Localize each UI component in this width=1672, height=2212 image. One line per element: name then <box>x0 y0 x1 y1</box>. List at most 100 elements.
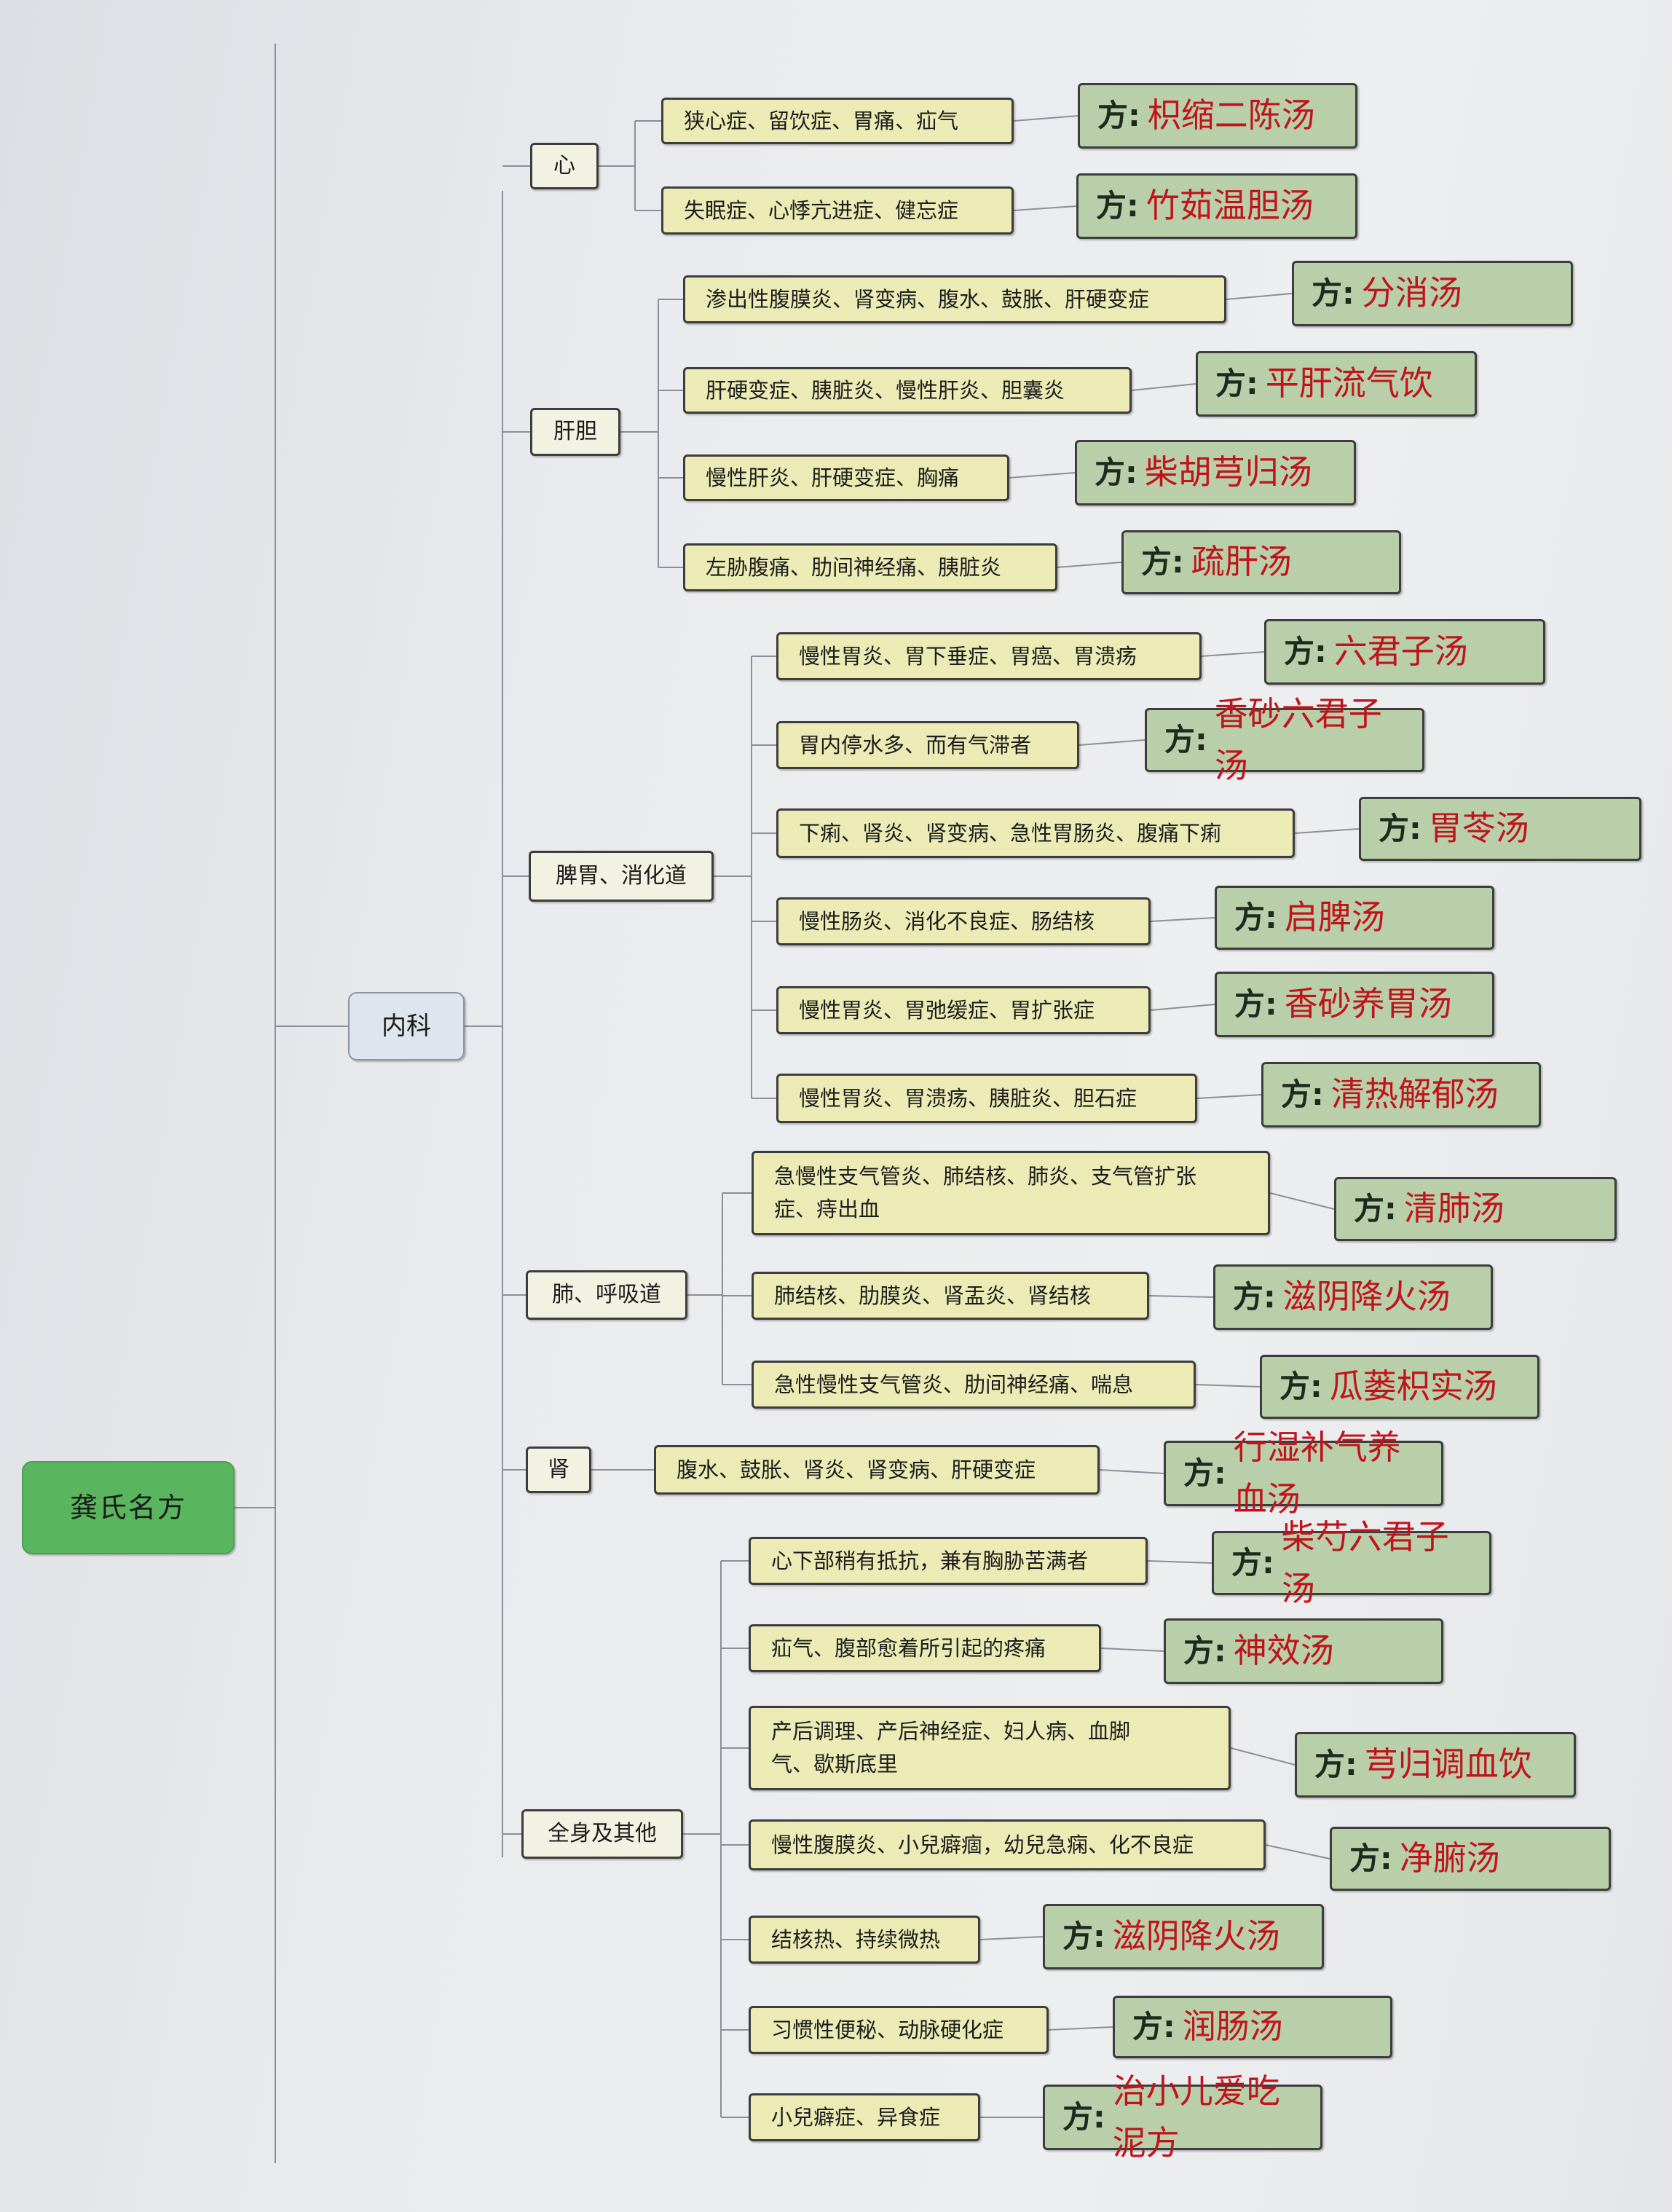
formula-box[interactable]: 方:柴胡芎归汤 <box>1075 440 1356 505</box>
formula-box[interactable]: 方:竹茹温胆汤 <box>1076 173 1357 239</box>
disease-box[interactable]: 慢性肠炎、消化不良症、肠结核 <box>776 897 1151 945</box>
formula-prefix: 方: <box>1164 722 1207 758</box>
formula-name: 疏肝汤 <box>1191 542 1292 582</box>
disease-box[interactable]: 慢性肝炎、肝硬变症、胸痛 <box>683 454 1009 501</box>
formula-box[interactable]: 方:香砂养胃汤 <box>1215 972 1494 1037</box>
formula-prefix: 方: <box>1234 986 1277 1023</box>
disease-box[interactable]: 慢性胃炎、胃溃疡、胰脏炎、胆石症 <box>776 1074 1197 1123</box>
disease-box[interactable]: 慢性胃炎、胃弛缓症、胃扩张症 <box>776 986 1151 1034</box>
disease-box[interactable]: 小兒癖症、异食症 <box>749 2093 980 2141</box>
formula-name: 香砂六君子汤 <box>1214 693 1382 785</box>
disease-box[interactable]: 急性慢性支气管炎、肋间神经痛、喘息 <box>752 1361 1196 1409</box>
formula-box[interactable]: 方:清肺汤 <box>1334 1177 1617 1241</box>
formula-name: 行湿补气养血汤 <box>1233 1427 1401 1519</box>
disease-box[interactable]: 急慢性支气管炎、肺结核、肺炎、支气管扩张 症、痔出血 <box>752 1151 1270 1235</box>
formula-box[interactable]: 方:芎归调血饮 <box>1295 1732 1576 1798</box>
disease-box[interactable]: 胃内停水多、而有气滞者 <box>776 721 1079 769</box>
disease-box[interactable]: 狭心症、留饮症、胃痛、疝气 <box>661 98 1014 144</box>
disease-box[interactable]: 肝硬变症、胰脏炎、慢性肝炎、胆囊炎 <box>683 367 1132 414</box>
formula-box[interactable]: 方:治小儿爱吃泥方 <box>1043 2071 1322 2162</box>
disease-to-formula-line <box>1196 1094 1262 1099</box>
formula-box[interactable]: 方:瓜蒌枳实汤 <box>1260 1355 1539 1419</box>
formula-prefix: 方: <box>1279 1369 1322 1405</box>
formula-name: 润肠汤 <box>1182 2007 1283 2047</box>
disease-to-formula-line <box>1078 739 1145 746</box>
disease-box[interactable]: 肺结核、肋膜炎、肾盂炎、肾结核 <box>752 1272 1149 1320</box>
disease-box[interactable]: 下痢、肾炎、肾变病、急性胃肠炎、腹痛下痢 <box>776 808 1295 858</box>
disease-to-formula-line <box>1131 383 1196 391</box>
formula-name: 枳缩二陈汤 <box>1147 95 1315 135</box>
disease-box[interactable]: 心下部稍有抵抗，兼有胸胁苦满者 <box>749 1537 1148 1585</box>
category-gandan[interactable]: 肝胆 <box>530 408 620 456</box>
formula-name: 瓜蒌枳实汤 <box>1329 1366 1497 1406</box>
category-shen[interactable]: 肾 <box>526 1447 591 1493</box>
formula-name: 治小儿爱吃泥方 <box>1112 2071 1280 2162</box>
root-node[interactable]: 龚氏名方 <box>22 1461 234 1554</box>
formula-prefix: 方: <box>1314 1747 1357 1783</box>
category-piwei[interactable]: 脾胃、消化道 <box>529 851 714 902</box>
formula-name: 芎归调血饮 <box>1364 1744 1532 1784</box>
formula-box[interactable]: 方:滋阴降火汤 <box>1043 1904 1324 1969</box>
formula-box[interactable]: 方:疏肝汤 <box>1121 530 1401 594</box>
formula-name: 竹茹温胆汤 <box>1145 186 1314 226</box>
formula-prefix: 方: <box>1354 1191 1397 1227</box>
formula-box[interactable]: 方:行湿补气养血汤 <box>1164 1428 1443 1519</box>
disease-box[interactable]: 左胁腹痛、肋间神经痛、胰脏炎 <box>683 543 1057 591</box>
formula-prefix: 方: <box>1234 900 1277 936</box>
category-fei[interactable]: 肺、呼吸道 <box>526 1270 687 1320</box>
formula-name: 滋阴降火汤 <box>1112 1916 1280 1956</box>
formula-name: 胃苓汤 <box>1428 808 1529 849</box>
formula-box[interactable]: 方:启脾汤 <box>1215 886 1494 950</box>
formula-name: 净腑汤 <box>1399 1838 1500 1878</box>
disease-to-formula-line <box>1147 1560 1212 1564</box>
formula-name: 六君子汤 <box>1333 631 1468 672</box>
formula-prefix: 方: <box>1062 1918 1105 1955</box>
disease-box[interactable]: 慢性腹膜炎、小兒癖痼，幼兒急痫、化不良症 <box>749 1819 1266 1870</box>
formula-name: 清肺汤 <box>1403 1189 1505 1229</box>
formula-prefix: 方: <box>1183 1633 1226 1669</box>
disease-to-formula-line <box>1048 2026 1113 2031</box>
formula-name: 滋阴降火汤 <box>1282 1277 1451 1317</box>
formula-name: 柴胡芎归汤 <box>1144 452 1312 492</box>
disease-to-formula-line <box>1226 293 1293 300</box>
disease-box[interactable]: 慢性胃炎、胃下垂症、胃癌、胃溃疡 <box>776 632 1202 680</box>
formula-box[interactable]: 方:清热解郁汤 <box>1261 1062 1541 1127</box>
formula-name: 清热解郁汤 <box>1330 1074 1499 1114</box>
formula-prefix: 方: <box>1284 634 1327 670</box>
formula-prefix: 方: <box>1349 1841 1392 1877</box>
formula-name: 启脾汤 <box>1284 897 1385 937</box>
disease-to-formula-line <box>1195 1384 1261 1388</box>
disease-to-formula-line <box>1269 1192 1335 1210</box>
category-quanshen[interactable]: 全身及其他 <box>521 1809 683 1859</box>
disease-to-formula-line <box>1150 1004 1215 1011</box>
formula-box[interactable]: 方:香砂六君子汤 <box>1145 694 1424 785</box>
formula-prefix: 方: <box>1231 1545 1274 1581</box>
formula-name: 分消汤 <box>1361 273 1462 313</box>
disease-box[interactable]: 渗出性腹膜炎、肾变病、腹水、鼓胀、肝硬变症 <box>683 275 1226 323</box>
disease-box[interactable]: 习惯性便秘、动脉硬化症 <box>749 2006 1049 2054</box>
formula-box[interactable]: 方:柴芍六君子汤 <box>1212 1517 1491 1608</box>
category-xin[interactable]: 心 <box>530 143 599 189</box>
formula-box[interactable]: 方:润肠汤 <box>1113 1996 1392 2058</box>
disease-box[interactable]: 疝气、腹部愈着所引起的疼痛 <box>749 1624 1101 1672</box>
disease-to-formula-line <box>1099 1469 1164 1474</box>
formula-box[interactable]: 方:净腑汤 <box>1330 1827 1611 1891</box>
disease-box[interactable]: 失眠症、心悸亢进症、健忘症 <box>661 186 1014 235</box>
disease-to-formula-line <box>1057 562 1122 568</box>
disease-to-formula-line <box>1013 205 1077 211</box>
formula-box[interactable]: 方:枳缩二陈汤 <box>1078 83 1357 149</box>
disease-box[interactable]: 产后调理、产后神经症、妇人病、血脚 气、歇斯底里 <box>749 1706 1231 1790</box>
formula-box[interactable]: 方:滋阴降火汤 <box>1213 1264 1493 1330</box>
formula-box[interactable]: 方:平肝流气饮 <box>1196 351 1477 417</box>
disease-box[interactable]: 腹水、鼓胀、肾炎、肾变病、肝硬变症 <box>654 1445 1100 1495</box>
disease-box[interactable]: 结核热、持续微热 <box>749 1916 980 1964</box>
formula-box[interactable]: 方:胃苓汤 <box>1359 797 1641 861</box>
formula-box[interactable]: 方:六君子汤 <box>1264 619 1545 685</box>
disease-to-formula-line <box>979 1936 1044 1940</box>
disease-to-formula-line <box>1265 1844 1330 1859</box>
formula-prefix: 方: <box>1281 1077 1324 1113</box>
level1-node-neike[interactable]: 内科 <box>348 992 465 1060</box>
formula-box[interactable]: 方:分消汤 <box>1292 261 1573 326</box>
formula-box[interactable]: 方:神效汤 <box>1164 1618 1443 1684</box>
